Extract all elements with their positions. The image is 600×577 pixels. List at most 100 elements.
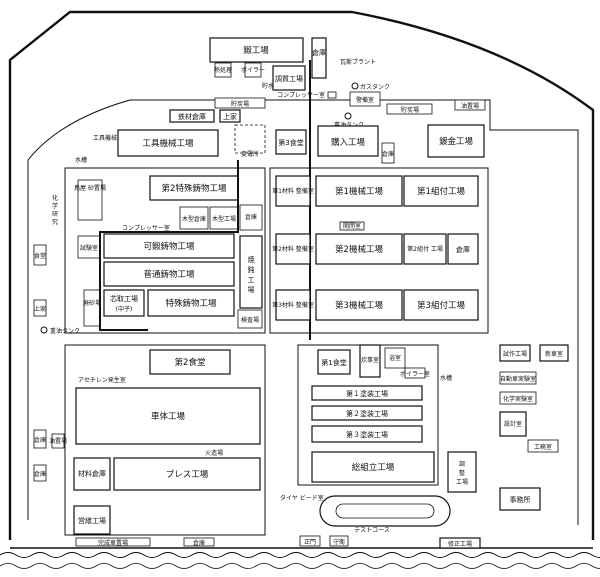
first-material-room[interactable] xyxy=(275,175,311,207)
substation-box[interactable] xyxy=(234,124,266,154)
inspection-room[interactable] xyxy=(339,221,365,231)
ordinary-casting-label: 普通鋳物工場 xyxy=(143,269,195,280)
new-car-room[interactable] xyxy=(539,344,569,362)
waste-sand[interactable] xyxy=(83,289,101,327)
kitchen-label: 炊事室 xyxy=(361,356,379,364)
upper-house[interactable] xyxy=(219,109,241,123)
heat-treat-room[interactable] xyxy=(214,62,232,78)
second-cafeteria-label: 第2食堂 xyxy=(175,357,206,368)
materials-warehouse[interactable] xyxy=(73,457,111,491)
storage-side[interactable] xyxy=(381,142,395,164)
first-cafeteria[interactable] xyxy=(317,349,351,375)
compressor-room-north[interactable] xyxy=(327,91,337,99)
waste-sand-label: 廃砂場 xyxy=(83,299,101,307)
main-gate-label: 正門 xyxy=(304,539,316,546)
third-material-room[interactable] xyxy=(275,289,311,321)
auto-test-lab[interactable] xyxy=(499,371,537,385)
plating-shop[interactable] xyxy=(427,124,485,158)
materials-warehouse-label: 材料倉庫 xyxy=(78,469,106,478)
boiler-room[interactable] xyxy=(244,62,262,78)
final-assembly-shop[interactable] xyxy=(311,451,435,483)
top-warehouse[interactable] xyxy=(311,37,327,79)
sand-shop[interactable] xyxy=(77,179,103,221)
mid-warehouse-label: 倉庫 xyxy=(456,245,470,254)
storage-yard-right[interactable] xyxy=(386,103,433,115)
inner-road-ring xyxy=(27,99,579,525)
oil-storage-west[interactable] xyxy=(51,433,65,449)
third-paint-label: 第３塗装工場 xyxy=(346,430,388,439)
mold-shop[interactable] xyxy=(272,65,306,91)
second-paint-shop[interactable] xyxy=(311,405,423,421)
first-paint-shop[interactable] xyxy=(311,385,423,401)
first-machine-shop[interactable] xyxy=(315,175,403,207)
medical-storage[interactable] xyxy=(239,204,263,231)
second-machine-shop[interactable] xyxy=(315,233,403,265)
core-shop-label: 芯取工場 xyxy=(110,294,138,303)
security-label: 警備室 xyxy=(356,96,374,104)
warehouse-west-3-label: 倉庫 xyxy=(34,470,46,478)
third-machine-shop[interactable] xyxy=(315,289,403,321)
second-material-label: 第2材料 整備室 xyxy=(272,245,314,253)
repair-shop[interactable] xyxy=(73,505,111,535)
security-room[interactable] xyxy=(349,91,381,107)
first-assembly-shop[interactable] xyxy=(403,175,479,207)
ordinary-casting[interactable] xyxy=(103,261,235,287)
steel-warehouse[interactable] xyxy=(169,109,215,123)
warehouse-west-3[interactable] xyxy=(33,464,47,482)
third-paint-shop[interactable] xyxy=(311,425,423,443)
repair-factory[interactable] xyxy=(439,537,481,549)
boiler-room-2[interactable] xyxy=(404,367,426,379)
press-shop[interactable] xyxy=(113,457,261,491)
forge-building[interactable] xyxy=(209,37,304,63)
coal-yard-building[interactable] xyxy=(214,97,266,109)
malleable-casting[interactable] xyxy=(103,233,235,259)
bath[interactable] xyxy=(384,347,406,369)
second-material-room[interactable] xyxy=(275,233,311,265)
first-assembly-label: 第1組付工場 xyxy=(417,186,465,197)
purchase-shop[interactable] xyxy=(317,125,379,157)
kitchen[interactable] xyxy=(359,344,381,378)
tool-machine-shop-label: 工具機械工場 xyxy=(142,138,194,149)
water-storage-label: 貯水 xyxy=(262,82,274,90)
test-shop[interactable] xyxy=(499,344,531,362)
site-boundary xyxy=(8,10,595,540)
warehouse-bottom[interactable] xyxy=(183,537,215,547)
wood-storage[interactable] xyxy=(179,206,209,230)
design-room[interactable] xyxy=(499,411,527,437)
oil-storage-right[interactable] xyxy=(454,99,486,111)
cafeteria-west[interactable] xyxy=(33,244,47,266)
steel-warehouse-label: 鉄材倉庫 xyxy=(178,112,206,121)
compressor-room-label: コンプレッサー室 xyxy=(277,91,325,99)
upper-house-west[interactable] xyxy=(33,299,47,317)
second-assembly-shop[interactable] xyxy=(403,233,447,265)
test-shop-label: 試作工場 xyxy=(503,350,527,358)
warehouse-west-2[interactable] xyxy=(33,429,47,449)
third-machine-label: 第3機械工場 xyxy=(335,300,383,311)
tool-machine-shop[interactable] xyxy=(117,129,219,157)
annealing-shop[interactable] xyxy=(239,235,263,309)
chem-test-lab[interactable] xyxy=(499,391,537,405)
special-casting-label: 特殊鋳物工場 xyxy=(165,298,217,309)
body-shop[interactable] xyxy=(75,387,261,445)
third-assembly-shop[interactable] xyxy=(403,289,479,321)
sand-shop-label: 鳥屋 砂置場 xyxy=(74,184,106,192)
mid-warehouse[interactable] xyxy=(447,233,479,265)
office[interactable] xyxy=(499,487,541,511)
finished-car-yard[interactable] xyxy=(75,537,151,547)
security-west-label: 化学研究 xyxy=(52,194,58,226)
third-assembly-label: 第3組付工場 xyxy=(417,300,465,311)
second-special-casting[interactable] xyxy=(149,175,239,201)
test-course[interactable] xyxy=(319,495,451,527)
final-assembly-label: 総組立工場 xyxy=(352,462,395,473)
machine-block xyxy=(269,167,489,334)
adjust-shop[interactable] xyxy=(447,451,477,493)
third-cafeteria[interactable] xyxy=(275,129,307,155)
main-gate[interactable] xyxy=(299,535,321,547)
special-casting[interactable] xyxy=(147,289,235,317)
labor-room[interactable] xyxy=(527,439,559,453)
core-shop[interactable] xyxy=(103,289,145,317)
guard-room[interactable] xyxy=(329,535,349,547)
pipeline xyxy=(99,160,239,331)
inspection-yard[interactable] xyxy=(237,309,263,329)
second-cafeteria[interactable] xyxy=(149,349,231,375)
